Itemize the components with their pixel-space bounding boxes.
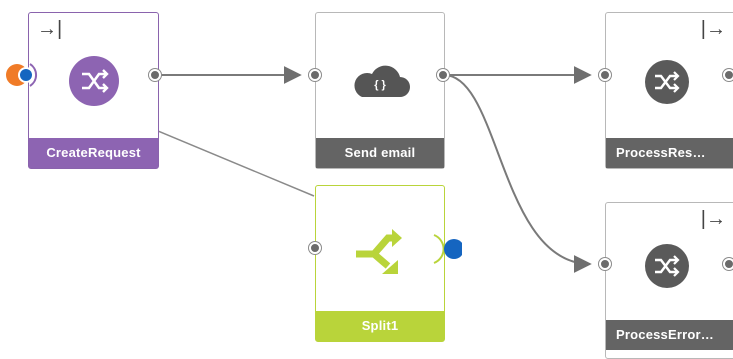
cloud-icon-braces: { } — [374, 79, 386, 91]
connector-send-to-error[interactable] — [443, 74, 592, 273]
output-port-split1[interactable] — [428, 232, 464, 266]
split-arrows-icon — [356, 229, 402, 274]
node-split1[interactable]: Split1 — [315, 185, 445, 342]
entry-marker-icon: →| — [37, 18, 63, 40]
cloud-icon: { } — [354, 65, 410, 97]
output-port-process-error[interactable] — [723, 258, 733, 270]
exit-marker-icon: |→ — [700, 208, 726, 230]
node-label-process-error: ProcessError… — [606, 320, 733, 350]
input-port-send-email[interactable] — [309, 69, 321, 81]
node-label-process-response: ProcessRes… — [606, 138, 733, 168]
node-process-response[interactable]: |→ ProcessRes… — [605, 12, 733, 169]
input-port-process-response[interactable] — [599, 69, 611, 81]
selected-port-create-request[interactable] — [4, 62, 38, 90]
node-label-split1: Split1 — [316, 311, 444, 341]
node-label-send-email: Send email — [316, 138, 444, 168]
node-create-request[interactable]: →| CreateRequest — [28, 12, 159, 169]
output-port-process-response[interactable] — [723, 69, 733, 81]
output-port-create-request[interactable] — [149, 69, 161, 81]
input-port-split1[interactable] — [309, 242, 321, 254]
shuffle-icon — [645, 60, 689, 104]
output-port-send-email[interactable] — [437, 69, 449, 81]
node-label-create-request: CreateRequest — [29, 138, 158, 168]
node-send-email[interactable]: { } Send email — [315, 12, 445, 169]
shuffle-icon — [645, 244, 689, 288]
input-port-process-error[interactable] — [599, 258, 611, 270]
node-process-error[interactable]: |→ ProcessError… — [605, 202, 733, 359]
shuffle-icon — [68, 56, 119, 106]
exit-marker-icon: |→ — [700, 18, 726, 40]
